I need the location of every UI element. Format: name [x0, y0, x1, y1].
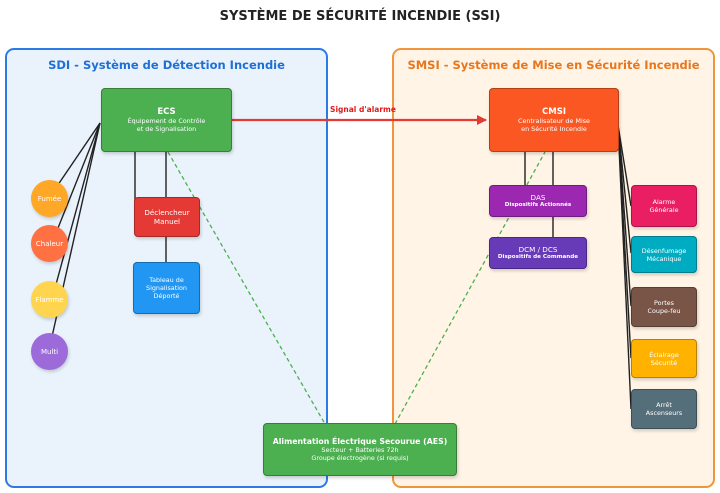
action-alarme-line-2: Générale [649, 206, 679, 214]
dcm-subtitle: Dispositifs de Commande [497, 254, 579, 260]
cmsi-box: CMSI Centralisateur de Mise en Sécurité … [489, 88, 619, 152]
smsi-panel-title: SMSI - Système de Mise en Sécurité Incen… [407, 58, 700, 72]
declencheur-line-1: Déclencheur [144, 208, 190, 217]
action-portes-line-1: Portes [654, 299, 674, 307]
action-desenfumage-line-2: Mécanique [646, 254, 682, 263]
action-desenfumage-line-1: Désenfumage [641, 246, 687, 255]
ecs-line-1: Équipement de Contrôle [127, 117, 206, 126]
dcm-dcs-box: DCM / DCS Dispositifs de Commande [489, 237, 587, 269]
das-title: DAS [530, 193, 546, 202]
link-ecs-flamme [51, 122, 101, 300]
link-cmsi-alarme [617, 124, 632, 207]
action-alarme-generale: Alarme Générale [631, 185, 697, 227]
cmsi-title: CMSI [542, 106, 566, 117]
detector-multi: Multi [31, 333, 68, 370]
link-cmsi-arret [617, 124, 632, 410]
action-arret-line-1: Arrêt [656, 401, 672, 409]
dcm-title: DCM / DCS [518, 245, 558, 254]
aes-title: Alimentation Électrique Secourue (AES) [272, 436, 448, 446]
detector-chaleur: Chaleur [31, 225, 68, 262]
ecs-title: ECS [157, 106, 176, 117]
declencheur-manuel-box: Déclencheur Manuel [134, 197, 200, 237]
action-eclairage-line-1: Éclairage [649, 350, 679, 359]
das-box: DAS Dispositifs Actionnés [489, 185, 587, 217]
detector-fumee: Fumée [31, 180, 68, 217]
das-subtitle: Dispositifs Actionnés [504, 202, 572, 208]
action-desenfumage: Désenfumage Mécanique [631, 236, 697, 273]
action-portes-line-2: Coupe-feu [647, 307, 681, 315]
ecs-box: ECS Équipement de Contrôle et de Signali… [101, 88, 232, 152]
tableau-deporte-box: Tableau de Signalisation Déporté [133, 262, 200, 314]
link-aes-cmsi [394, 151, 546, 425]
action-arret-ascenseurs: Arrêt Ascenseurs [631, 389, 697, 429]
tableau-line-1: Tableau de [149, 276, 184, 284]
diagram-title: SYSTÈME DE SÉCURITÉ INCENDIE (SSI) [219, 9, 501, 24]
cmsi-line-2: en Sécurité Incendie [521, 125, 587, 134]
action-eclairage-line-2: Sécurité [650, 358, 678, 367]
action-eclairage-securite: Éclairage Sécurité [631, 339, 697, 378]
cmsi-line-1: Centralisateur de Mise [517, 117, 590, 126]
action-portes-coupe-feu: Portes Coupe-feu [631, 287, 697, 327]
aes-line-1: Secteur + Batteries 72h [321, 446, 399, 455]
tableau-line-2: Signalisation [146, 284, 187, 292]
link-ecs-chaleur [51, 122, 101, 244]
action-alarme-line-1: Alarme [652, 198, 676, 206]
aes-box: Alimentation Électrique Secourue (AES) S… [263, 423, 457, 476]
declencheur-line-2: Manuel [153, 217, 181, 226]
tableau-line-3: Déporté [153, 292, 180, 300]
alarm-signal-label: Signal d'alarme [330, 105, 396, 114]
ecs-line-2: et de Signalisation [136, 125, 197, 134]
sdi-panel-title: SDI - Système de Détection Incendie [48, 58, 285, 72]
action-arret-line-2: Ascenseurs [645, 409, 683, 417]
detector-flamme: Flamme [31, 281, 68, 318]
aes-line-2: Groupe électrogène (si requis) [311, 454, 409, 463]
